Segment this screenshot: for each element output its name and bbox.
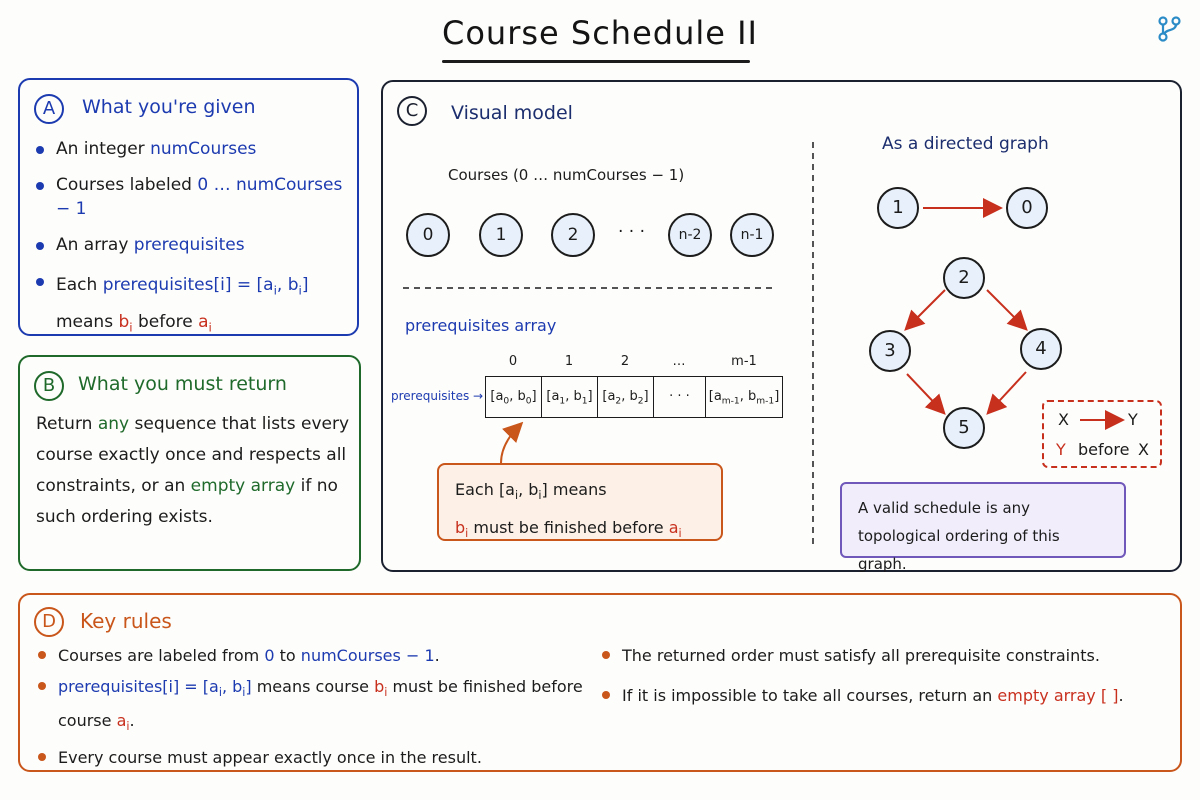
list-item: The returned order must satisfy all prer… <box>600 642 1160 670</box>
section-letter-d: D <box>34 607 64 637</box>
array-label: prerequisites → <box>391 389 484 403</box>
array-index-m-1: m-1 <box>731 354 757 369</box>
given-heading: What you're given <box>82 96 256 118</box>
graph-node-4: 4 <box>1020 328 1062 370</box>
list-item: An integer numCourses <box>34 137 354 161</box>
section-divider <box>403 142 814 544</box>
rules-list-right: The returned order must satisfy all prer… <box>600 642 1160 722</box>
list-item: Each prerequisites[i] = [ai, bi] means b… <box>34 269 354 344</box>
list-item: Courses are labeled from 0 to numCourses… <box>36 642 596 670</box>
array-cell-dots: · · · <box>653 376 706 418</box>
graph-node-3: 3 <box>869 330 911 372</box>
list-item: If it is impossible to take all courses,… <box>600 682 1160 710</box>
course-node-2: 2 <box>551 213 595 257</box>
array-cell-1: [a1, b1] <box>541 376 598 418</box>
git-branch-icon <box>1158 16 1181 42</box>
rules-list-left: Courses are labeled from 0 to numCourses… <box>36 642 596 775</box>
list-item: An array prerequisites <box>34 233 354 257</box>
array-index-dots: … <box>672 354 686 369</box>
edge-legend: X Y Y before X <box>1042 400 1162 468</box>
courses-label: Courses (0 … numCourses − 1) <box>448 166 685 184</box>
section-letter-c: C <box>397 96 427 126</box>
edge-4-5 <box>986 371 1027 415</box>
graph-edges <box>904 198 1125 430</box>
graph-node-5: 5 <box>943 407 985 449</box>
return-description: Return any sequence that lists every cou… <box>36 414 350 527</box>
visual-model-panel: C Visual model Courses (0 … numCourses −… <box>381 80 1182 573</box>
prereq-callout: Each [ai, bi] means bi must be finished … <box>437 463 723 541</box>
array-index-2: 2 <box>620 354 630 369</box>
array-cell-m-1: [am-1, bm-1] <box>705 376 783 418</box>
array-index-1: 1 <box>564 354 574 369</box>
array-cell-2: [a2, b2] <box>597 376 654 418</box>
page-title: Course Schedule II <box>442 14 758 52</box>
list-item: Courses labeled 0 … numCourses − 1 <box>34 173 354 221</box>
list-item: Every course must appear exactly once in… <box>36 744 596 772</box>
array-index-0: 0 <box>508 354 518 369</box>
array-cell-0: [a0, b0] <box>485 376 542 418</box>
array-heading: prerequisites array <box>405 316 557 335</box>
key-rules-panel: D Key rules Courses are labeled from 0 t… <box>18 593 1182 772</box>
section-letter-a: A <box>34 94 64 124</box>
title-underline <box>442 60 750 63</box>
list-item: prerequisites[i] = [ai, bi] means course… <box>36 673 596 741</box>
given-list: An integer numCourses Courses labeled 0 … <box>34 137 354 356</box>
edge-2-4 <box>986 289 1028 331</box>
callout-arrow <box>500 421 524 464</box>
graph-heading: As a directed graph <box>882 134 1049 154</box>
return-panel: B What you must return Return any sequen… <box>18 355 361 571</box>
graph-node-0: 0 <box>1006 187 1048 229</box>
course-node-1: 1 <box>479 213 523 257</box>
edge-3-5 <box>906 373 946 415</box>
course-node-0: 0 <box>406 213 450 257</box>
graph-node-1: 1 <box>877 187 919 229</box>
course-node-n-1: n-1 <box>730 213 774 257</box>
edge-2-3 <box>904 289 946 331</box>
section-letter-b: B <box>34 371 64 401</box>
topological-note: A valid schedule is any topological orde… <box>840 482 1126 573</box>
course-node-n-2: n-2 <box>668 213 712 257</box>
key-rules-heading: Key rules <box>80 609 172 633</box>
visual-model-heading: Visual model <box>451 102 573 124</box>
courses-ellipsis: · · · <box>618 222 646 242</box>
return-heading: What you must return <box>78 373 287 395</box>
graph-node-2: 2 <box>943 257 985 299</box>
given-panel: A What you're given An integer numCourse… <box>18 78 359 336</box>
